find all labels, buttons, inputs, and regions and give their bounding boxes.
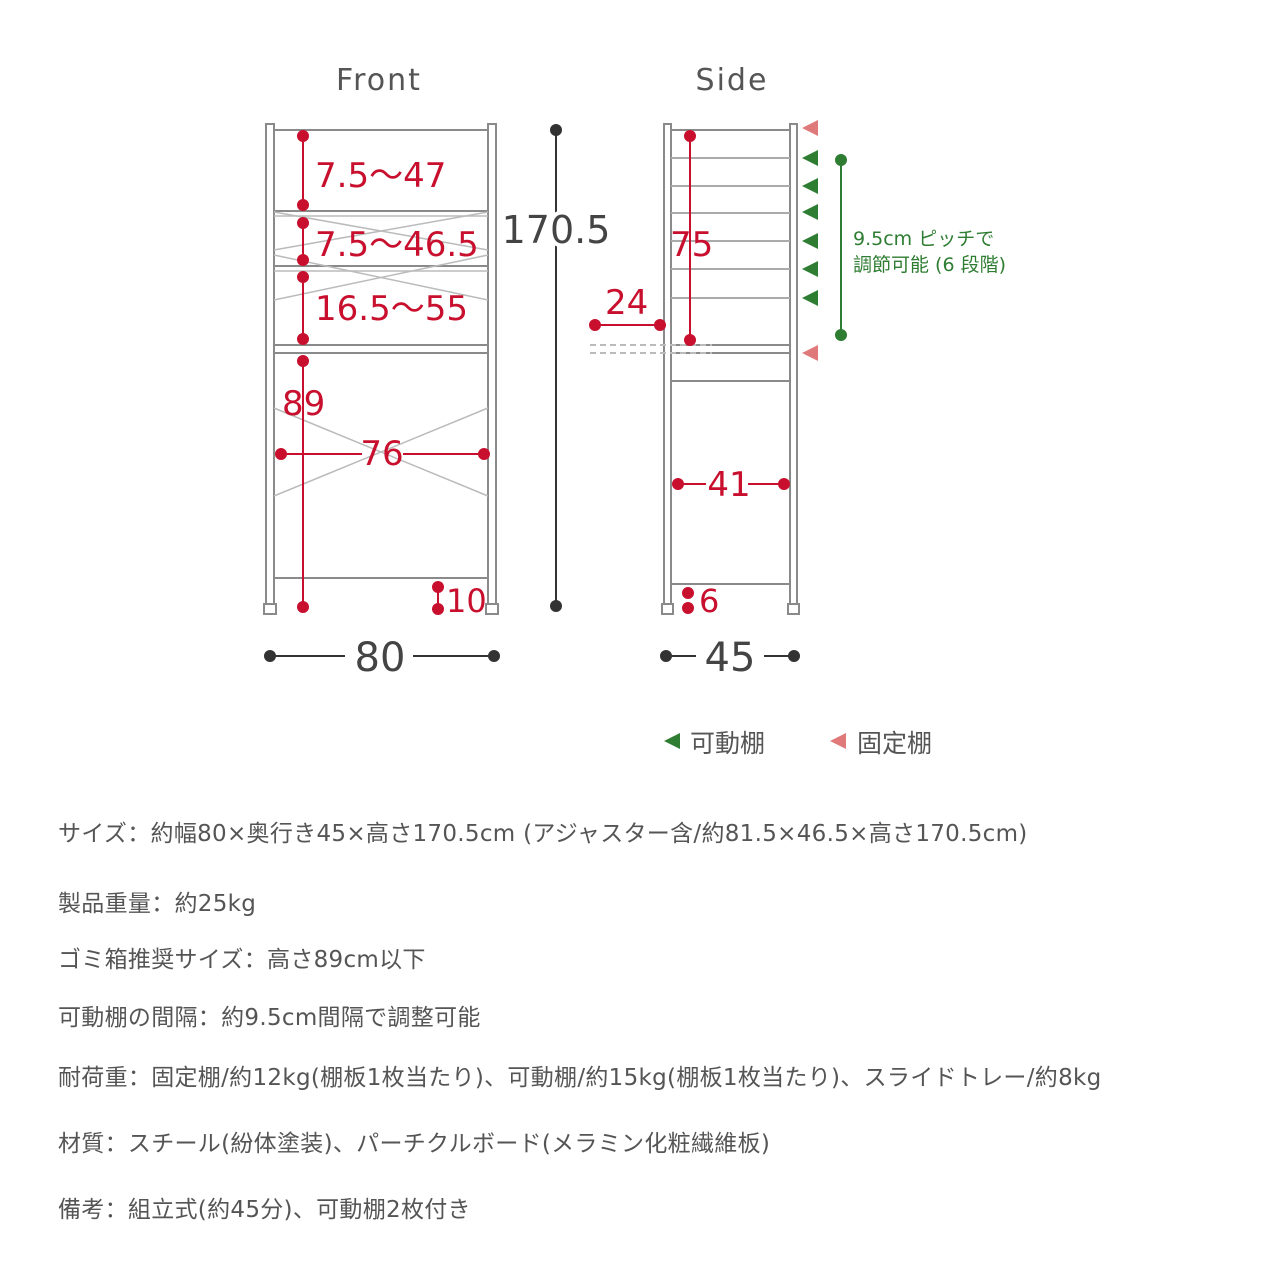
fixed-shelf-marker-icon	[802, 345, 818, 361]
movable-shelf-legend-icon	[664, 733, 680, 749]
front-width-label: 80	[355, 635, 406, 681]
side-depth-dimension	[660, 650, 800, 662]
front-bottom-clearance-label: 10	[446, 582, 487, 620]
total-height-label: 170.5	[502, 208, 611, 252]
front-second-gap-label: 7.5〜46.5	[315, 225, 479, 265]
movable-shelf-marker-icon	[802, 233, 818, 249]
front-view-title: Front	[336, 63, 422, 98]
spec-material: 材質：スチール(紛体塗装)、パーチクルボード(メラミン化粧繊維板)	[58, 1131, 771, 1157]
movable-shelf-marker-icon	[802, 261, 818, 277]
side-view-title: Side	[696, 63, 769, 98]
spec-weight: 製品重量：約25kg	[58, 891, 257, 917]
spec-size: サイズ：約幅80×奥行き45×高さ170.5cm (アジャスター含/約81.5×…	[58, 821, 1028, 847]
dimension-diagram: Front	[263, 63, 1006, 758]
side-inner-depth-label: 41	[707, 465, 750, 505]
pitch-range-line	[835, 154, 847, 341]
front-lower-height-label: 89	[282, 384, 325, 424]
front-frame	[263, 123, 499, 615]
movable-shelf-marker-icon	[802, 150, 818, 166]
movable-shelf-marker-icon	[802, 204, 818, 220]
total-height-dimension	[550, 124, 562, 612]
front-width-dimension	[264, 650, 500, 662]
spec-trash-size: ゴミ箱推奨サイズ：高さ89cm以下	[58, 947, 426, 973]
spec-notes: 備考：組立式(約45分)、可動棚2枚付き	[58, 1197, 471, 1223]
legend: 可動棚 固定棚	[664, 729, 932, 758]
pitch-note-line2: 調節可能 (6 段階)	[853, 254, 1006, 276]
fixed-shelf-markers	[802, 120, 818, 361]
fixed-shelf-legend-icon	[830, 733, 846, 749]
side-adjust-range-label: 75	[670, 225, 713, 265]
fixed-shelf-marker-icon	[802, 120, 818, 136]
legend-movable-label: 可動棚	[690, 729, 765, 758]
movable-shelf-markers	[802, 150, 818, 306]
side-tray-depth-label: 24	[605, 283, 648, 323]
side-dimension-lines	[589, 130, 790, 614]
side-frame	[590, 123, 800, 615]
side-bottom-clearance-label: 6	[699, 582, 719, 620]
front-third-gap-label: 16.5〜55	[315, 289, 468, 329]
movable-shelf-marker-icon	[802, 290, 818, 306]
front-top-gap-label: 7.5〜47	[315, 156, 446, 196]
front-dimension-lines	[275, 130, 490, 615]
movable-shelf-marker-icon	[802, 178, 818, 194]
pitch-note-line1: 9.5cm ピッチで	[853, 228, 994, 250]
spec-shelf-interval: 可動棚の間隔：約9.5cm間隔で調整可能	[58, 1005, 481, 1031]
front-inner-width-label: 76	[360, 434, 403, 474]
spec-load-capacity: 耐荷重：固定棚/約12kg(棚板1枚当たり)、可動棚/約15kg(棚板1枚当たり…	[58, 1065, 1102, 1091]
legend-fixed-label: 固定棚	[857, 729, 932, 758]
side-depth-label: 45	[705, 635, 756, 681]
